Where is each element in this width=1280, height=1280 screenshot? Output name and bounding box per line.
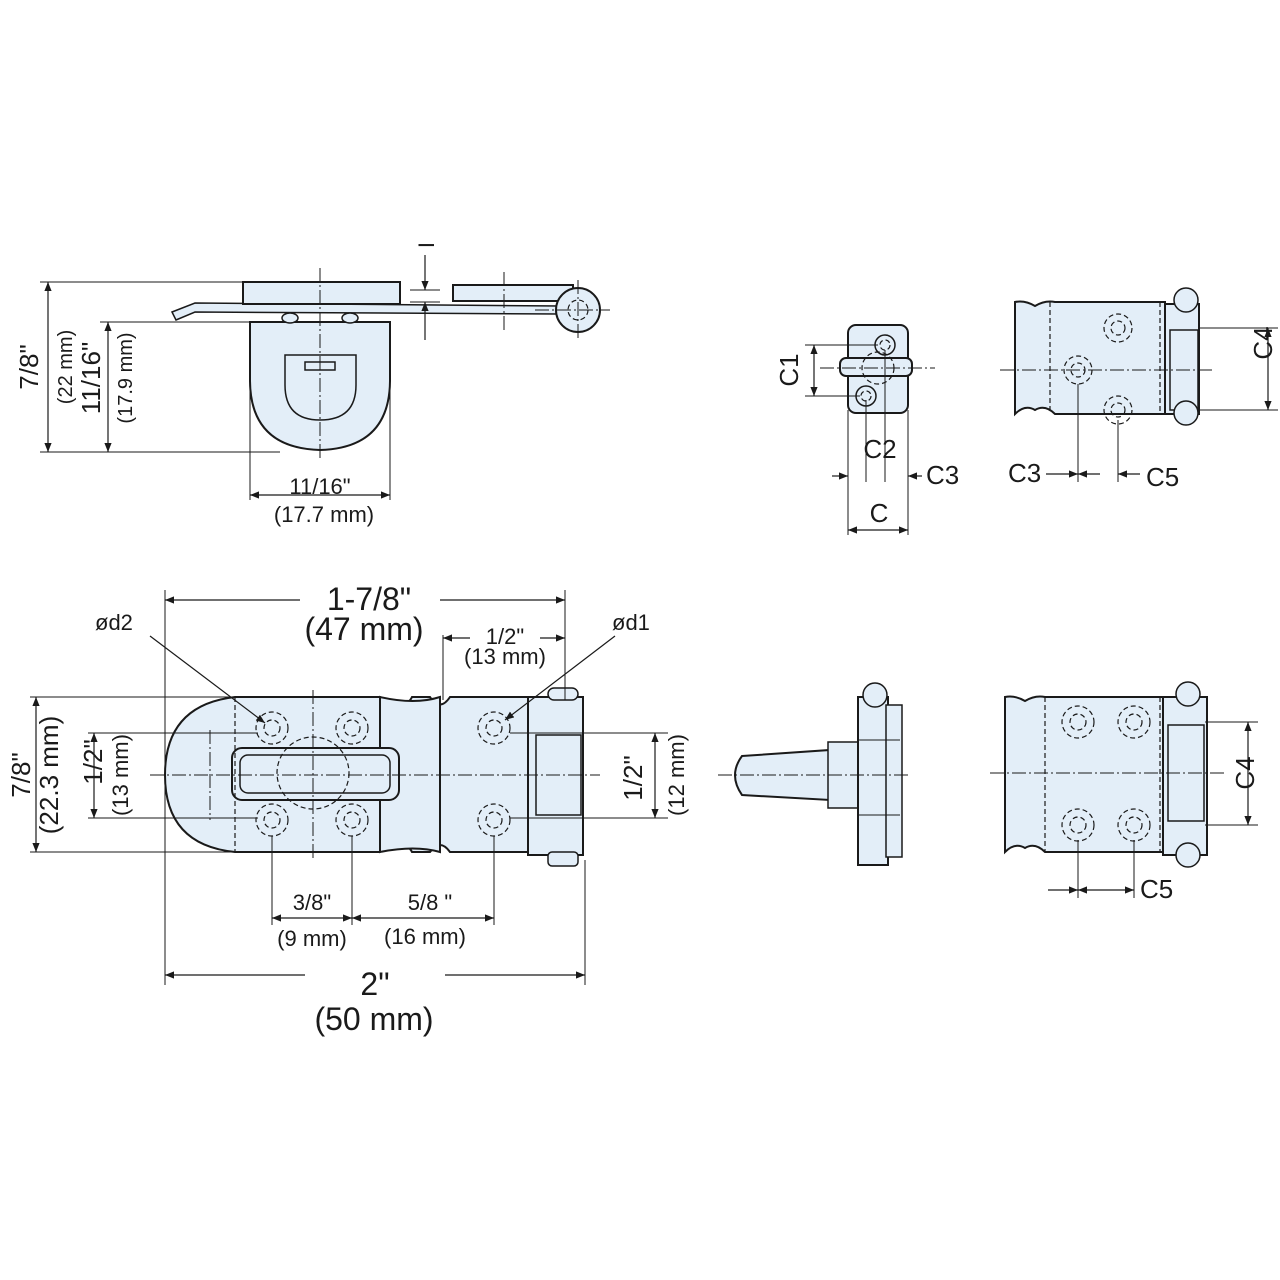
- left-spacing-in: 1/2": [78, 739, 108, 784]
- loop-width-in: 11/16": [289, 474, 350, 499]
- right-spacing-mm: (12 mm): [664, 734, 689, 816]
- label-c5-upper: C5: [1146, 462, 1179, 492]
- pitch-c-mm: (16 mm): [384, 924, 466, 949]
- hole-dia-left: ød2: [95, 610, 133, 635]
- hinge-side-view: [718, 682, 910, 866]
- label-c4-lower: C4: [1230, 756, 1260, 789]
- hasp-width-mm: (50 mm): [314, 1001, 433, 1037]
- plan-view: 1-7/8" (47 mm) 1/2" (13 mm) ød2 ød1 7/8"…: [6, 581, 689, 1037]
- side-height-in: 7/8": [14, 344, 44, 389]
- label-c1: C1: [774, 353, 804, 386]
- hasp-width-in: 2": [360, 966, 389, 1002]
- detail-view-upper: C3 C5 C4: [1000, 287, 1278, 492]
- plan-height-in: 7/8": [6, 752, 36, 797]
- detail-view-c: C1 C2 C3 C: [774, 324, 959, 535]
- left-spacing-mm: (13 mm): [108, 734, 133, 816]
- lower-hole-pattern: [1061, 705, 1151, 842]
- loop-height-in: 11/16": [76, 342, 106, 414]
- thickness-label: I: [414, 242, 439, 248]
- detail-view-lower: C5 C4: [990, 681, 1260, 904]
- side-height-mm: (22 mm): [55, 330, 77, 404]
- side-view: 7/8" (22 mm) 11/16" (17.9 mm) 11/16" (17…: [14, 242, 610, 527]
- pitch-b-mm: (9 mm): [277, 926, 347, 951]
- label-c3-upper: C3: [1008, 458, 1041, 488]
- pitch-b-in: 3/8": [293, 890, 331, 915]
- pitch-a-mm: (13 mm): [464, 644, 546, 669]
- right-spacing-in: 1/2": [618, 755, 648, 800]
- plan-height-mm: (22.3 mm): [34, 716, 64, 834]
- label-c2: C2: [863, 434, 896, 464]
- pitch-c-in: 5/8 ": [408, 890, 453, 915]
- label-c3-small: C3: [926, 460, 959, 490]
- label-c4-upper: C4: [1248, 326, 1278, 359]
- hole-dia-right: ød1: [612, 610, 650, 635]
- loop-width-mm: (17.7 mm): [274, 502, 374, 527]
- overall-mm: (47 mm): [304, 611, 423, 647]
- label-c5-lower: C5: [1140, 874, 1173, 904]
- pitch-a-in: 1/2": [486, 624, 524, 649]
- overall-in: 1-7/8": [327, 581, 411, 617]
- label-c: C: [870, 498, 889, 528]
- loop-height-mm: (17.9 mm): [115, 332, 137, 423]
